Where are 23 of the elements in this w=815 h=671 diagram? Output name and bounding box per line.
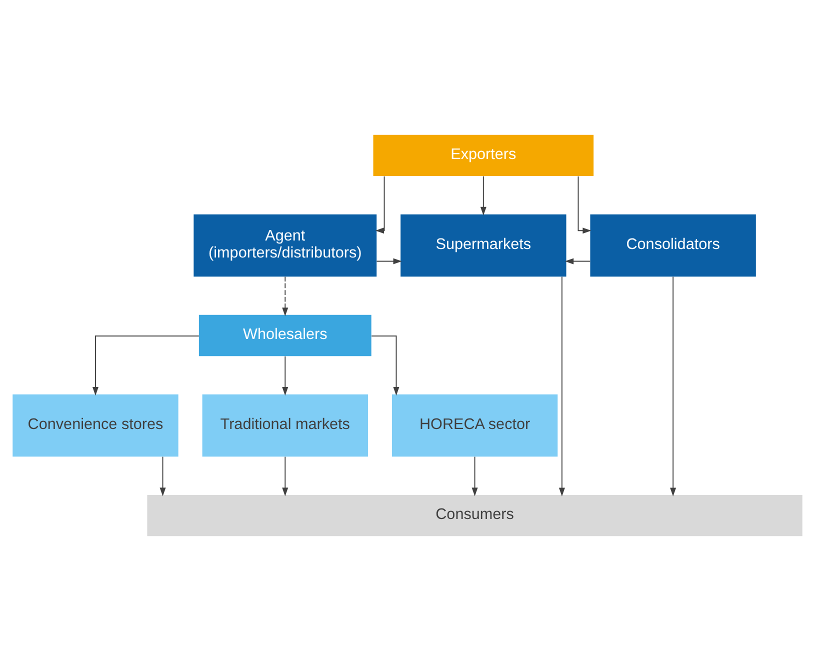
arrow: [564, 258, 591, 264]
node-box: Traditional markets: [202, 394, 368, 457]
arrow: [472, 456, 478, 496]
node-box: Agent (importers/distributors): [194, 214, 377, 277]
node-box: Supermarkets: [400, 214, 566, 277]
arrow: [375, 176, 385, 234]
arrow: [558, 276, 565, 496]
arrow: [371, 336, 400, 396]
arrow: [670, 276, 676, 496]
node-box: Consolidators: [590, 214, 756, 277]
arrow: [282, 356, 288, 396]
arrow: [282, 456, 288, 496]
arrow: [160, 456, 166, 496]
node-box: Convenience stores: [12, 394, 178, 457]
arrow: [480, 176, 486, 216]
node-box: Wholesalers: [198, 314, 372, 356]
node-box: Consumers: [147, 494, 802, 536]
arrow: [376, 258, 402, 264]
arrow: [92, 336, 200, 396]
node-box: Exporters: [373, 134, 594, 176]
arrow: [282, 276, 288, 316]
arrow: [578, 176, 592, 234]
node-box: HORECA sector: [392, 394, 558, 457]
